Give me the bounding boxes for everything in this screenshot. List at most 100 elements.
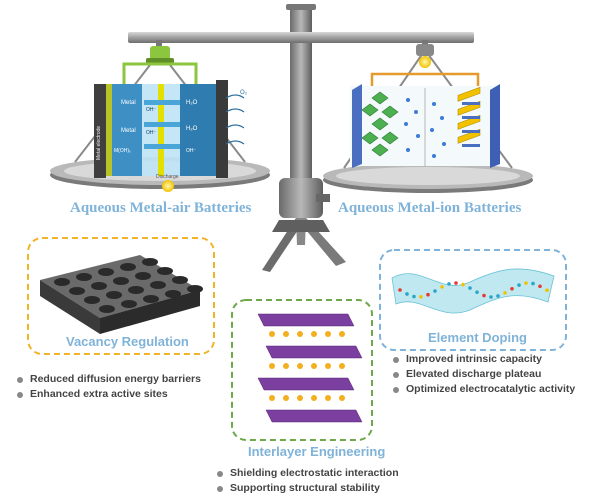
intercalated-ion bbox=[297, 331, 303, 337]
purple-layer bbox=[265, 409, 363, 423]
dopant-atom bbox=[510, 286, 514, 291]
dopant-atom bbox=[419, 295, 423, 299]
vacancy-hole bbox=[113, 277, 129, 285]
intercalated-ion bbox=[339, 331, 345, 337]
intercalated-ion bbox=[325, 331, 331, 337]
metal-air-title: Aqueous Metal-air Batteries bbox=[70, 200, 252, 216]
intercalated-ion bbox=[269, 331, 275, 337]
vacancy-hole bbox=[128, 286, 144, 294]
vacancy-hole bbox=[69, 287, 85, 295]
purple-layer bbox=[257, 377, 355, 391]
o2-label: O₂ bbox=[240, 90, 248, 96]
vacancy-lattice-illustration bbox=[40, 255, 203, 334]
dopant-atom bbox=[524, 281, 528, 285]
vacancy-frame bbox=[27, 237, 215, 355]
metal-air-battery-pan: Metal electrode Metal Metal OH⁻ H₂O O₂ O… bbox=[50, 46, 270, 192]
metal-ion-title: Aqueous Metal-ion Batteries bbox=[338, 200, 522, 216]
vacancy-hole bbox=[172, 276, 188, 284]
vacancy-bullet-2: Enhanced extra active sites bbox=[14, 387, 201, 402]
metal-hydroxide-label: M(OH)ₓ bbox=[114, 148, 131, 154]
h2o-label-2: H₂O bbox=[186, 126, 198, 132]
dopant-atom bbox=[503, 291, 507, 295]
doping-bullets: Improved intrinsic capacity Elevated dis… bbox=[390, 352, 575, 397]
intercalated-ion bbox=[297, 363, 303, 369]
doping-frame bbox=[379, 249, 567, 351]
interlayer-bullet-2: Supporting structural stability bbox=[214, 481, 399, 496]
vacancy-hole bbox=[91, 282, 107, 290]
dopant-atom bbox=[440, 285, 444, 289]
dopant-atom bbox=[517, 283, 521, 287]
balance-stand bbox=[262, 4, 346, 272]
vacancy-hole bbox=[157, 267, 173, 275]
vacancy-hole bbox=[54, 278, 70, 286]
interlayer-bullet-1: Shielding electrostatic interaction bbox=[214, 466, 399, 481]
purple-layer bbox=[265, 345, 363, 359]
vacancy-hole bbox=[135, 272, 151, 280]
intercalated-ion bbox=[297, 395, 303, 401]
dopant-atom bbox=[538, 284, 542, 289]
intercalated-ion bbox=[311, 363, 317, 369]
intercalated-ion bbox=[269, 395, 275, 401]
dopant-atom bbox=[496, 294, 500, 298]
vacancy-hole bbox=[106, 291, 122, 299]
vacancy-hole bbox=[76, 273, 92, 281]
dopant-atom bbox=[398, 288, 402, 292]
vacancy-hole bbox=[142, 258, 158, 266]
metal-electrode-label: Metal electrode bbox=[96, 126, 102, 160]
vacancy-hole bbox=[99, 305, 115, 313]
dopant-atom bbox=[482, 293, 486, 298]
vacancy-title: Vacancy Regulation bbox=[66, 334, 189, 349]
intercalated-ion bbox=[311, 331, 317, 337]
doping-title: Element Doping bbox=[428, 330, 527, 345]
intercalated-ion bbox=[283, 363, 289, 369]
interlayer-bullets: Shielding electrostatic interaction Supp… bbox=[214, 466, 399, 496]
discharge-label: Discharge bbox=[156, 174, 179, 180]
dopant-atom bbox=[405, 292, 409, 296]
ion-label-1: OH⁻ bbox=[146, 107, 157, 113]
ion-label-3: OH⁻ bbox=[186, 148, 197, 154]
intercalated-ion bbox=[311, 395, 317, 401]
dopant-atom bbox=[475, 290, 479, 294]
ion-label-2: OH⁻ bbox=[146, 130, 157, 136]
bulb-icon bbox=[419, 56, 431, 68]
dopant-atom bbox=[426, 292, 430, 297]
doped-sheet-illustration bbox=[391, 268, 555, 314]
vacancy-hole bbox=[98, 268, 114, 276]
vacancy-hole bbox=[121, 300, 137, 308]
metal-ion-battery-pan bbox=[323, 44, 533, 193]
vacancy-bullet-1: Reduced diffusion energy barriers bbox=[14, 372, 201, 387]
dopant-atom bbox=[461, 282, 465, 287]
interlayer-frame bbox=[231, 299, 373, 441]
vacancy-hole bbox=[120, 263, 136, 271]
dopant-atom bbox=[433, 289, 437, 293]
intercalated-ion bbox=[339, 363, 345, 369]
vacancy-bullets: Reduced diffusion energy barriers Enhanc… bbox=[14, 372, 201, 402]
intercalated-ion bbox=[325, 363, 331, 369]
vacancy-hole bbox=[143, 295, 159, 303]
dopant-atom bbox=[489, 295, 493, 299]
purple-layer bbox=[257, 313, 355, 327]
doping-bullet-2: Elevated discharge plateau bbox=[390, 367, 575, 382]
discharge-bulb-icon bbox=[162, 180, 174, 192]
metal-label-1: Metal bbox=[121, 100, 136, 106]
dopant-atom bbox=[454, 281, 458, 285]
vacancy-hole bbox=[84, 296, 100, 304]
intercalated-ion bbox=[269, 363, 275, 369]
metal-label-2: Metal bbox=[121, 128, 136, 134]
dopant-atom bbox=[531, 281, 535, 286]
intercalated-ion bbox=[283, 331, 289, 337]
dopant-atom bbox=[412, 294, 416, 299]
dopant-atom bbox=[468, 286, 472, 290]
interlayer-title: Interlayer Engineering bbox=[248, 444, 386, 459]
vacancy-hole bbox=[187, 285, 203, 293]
intercalated-ion bbox=[283, 395, 289, 401]
intercalated-ion bbox=[325, 395, 331, 401]
doping-bullet-3: Optimized electrocatalytic activity bbox=[390, 382, 575, 397]
vacancy-hole bbox=[165, 290, 181, 298]
dopant-atom bbox=[545, 288, 549, 293]
intercalated-ion bbox=[339, 395, 345, 401]
h2o-label-1: H₂O bbox=[186, 100, 198, 106]
doping-bullet-1: Improved intrinsic capacity bbox=[390, 352, 575, 367]
vacancy-hole bbox=[150, 281, 166, 289]
